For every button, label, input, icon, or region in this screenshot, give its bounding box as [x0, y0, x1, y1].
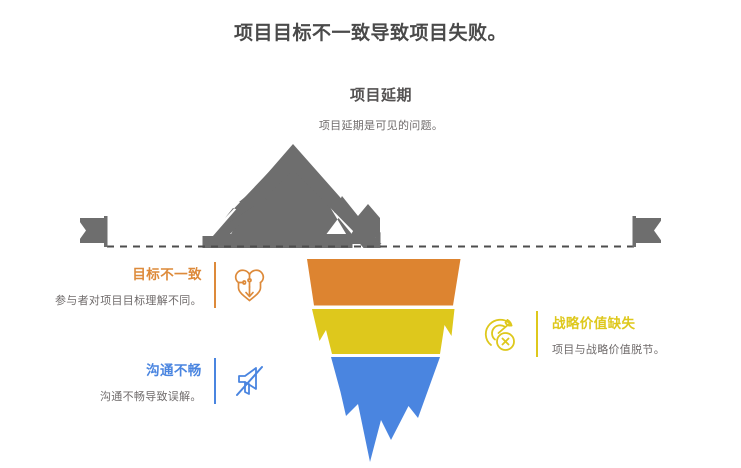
- callout-goal-divider: [213, 262, 216, 308]
- puzzle-heart-icon: [234, 269, 265, 302]
- iceberg-tip-callout: 项目延期 项目延期是可见的问题。: [241, 84, 521, 133]
- page-title: 项目目标不一致导致项目失败。: [233, 23, 507, 44]
- callout-strategy-divider: [536, 311, 538, 357]
- target-miss-icon: [484, 318, 515, 351]
- mountain-iceberg-tip-icon: [202, 144, 382, 248]
- flag-marker-right-icon: [632, 216, 661, 247]
- iceberg-diagram: [80, 144, 661, 462]
- iceberg-tip-heading: 项目延期: [349, 87, 412, 104]
- flag-marker-left-icon: [80, 216, 108, 247]
- iceberg-band-orange: [307, 259, 461, 306]
- callout-goal-heading: 目标不一致: [132, 266, 202, 282]
- callout-comm-text: 沟通不畅 沟通不畅导致误解。: [100, 359, 202, 404]
- callout-poor-communication: 沟通不畅 沟通不畅导致误解。: [100, 358, 272, 404]
- callout-missing-strategic-value: 战略价值缺失 项目与战略价值脱节。: [478, 311, 665, 357]
- iceberg-band-yellow: [312, 309, 455, 354]
- iceberg-tip-description: 项目延期是可见的问题。: [318, 120, 444, 132]
- callout-comm-description: 沟通不畅导致误解。: [100, 390, 202, 403]
- callout-comm-divider: [213, 358, 216, 404]
- callout-goal-text: 目标不一致 参与者对项目目标理解不同。: [55, 263, 202, 308]
- callout-goal-description: 参与者对项目目标理解不同。: [55, 294, 202, 307]
- iceberg-band-blue: [331, 357, 440, 462]
- callout-strategy-heading: 战略价值缺失: [552, 315, 636, 331]
- muted-megaphone-icon: [235, 366, 263, 396]
- callout-goal-misalignment: 目标不一致 参与者对项目目标理解不同。: [55, 262, 272, 308]
- callout-strategy-text: 战略价值缺失 项目与战略价值脱节。: [552, 312, 665, 357]
- callout-strategy-description: 项目与战略价值脱节。: [552, 343, 665, 356]
- callout-comm-heading: 沟通不畅: [146, 362, 202, 378]
